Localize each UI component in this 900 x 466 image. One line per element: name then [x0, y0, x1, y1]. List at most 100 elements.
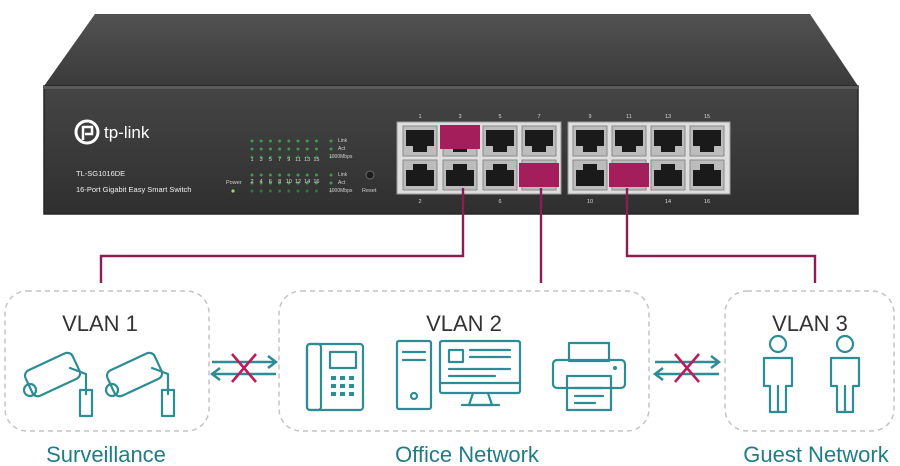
port-grid — [402, 125, 725, 191]
port-number: 2 — [418, 199, 421, 205]
port-led — [305, 173, 309, 177]
port-led — [250, 139, 254, 143]
legend-led — [329, 189, 333, 193]
led-number: 12 — [295, 179, 301, 185]
port-led — [268, 147, 272, 151]
port-led — [305, 189, 309, 193]
port-led — [296, 189, 300, 193]
ethernet-port-7[interactable] — [521, 125, 557, 157]
ethernet-port-13[interactable] — [650, 125, 686, 157]
port-led — [259, 147, 263, 151]
person-icon — [829, 334, 861, 414]
port-led — [268, 189, 272, 193]
power-led — [231, 189, 235, 193]
port-number: 16 — [704, 199, 710, 205]
legend-led — [329, 147, 333, 151]
led-number: 15 — [313, 157, 319, 163]
port-led — [268, 155, 272, 159]
tp-link-logo: tp-link — [74, 119, 150, 145]
model-name: TL-SG1016DE — [76, 169, 125, 178]
port-number: 3 — [458, 114, 461, 120]
legend-led — [329, 155, 333, 159]
port-number: 5 — [498, 114, 501, 120]
ethernet-port-14[interactable] — [650, 159, 686, 191]
port-led — [287, 189, 291, 193]
port-number: 13 — [665, 114, 671, 120]
connected-cable-plug — [440, 125, 480, 149]
ethernet-port-12[interactable] — [609, 159, 649, 191]
vlan2-box — [278, 290, 650, 432]
port-led — [296, 173, 300, 177]
reset-label: Reset — [362, 188, 377, 194]
connector-vlan3 — [625, 188, 817, 283]
port-led — [278, 139, 282, 143]
ethernet-port-1[interactable] — [402, 125, 438, 157]
ethernet-port-2[interactable] — [402, 159, 438, 191]
ethernet-port-15[interactable] — [689, 125, 725, 157]
port-led — [278, 189, 282, 193]
port-led — [305, 181, 309, 185]
port-led — [287, 181, 291, 185]
vlan3-title: VLAN 3 — [772, 311, 848, 336]
svg-text:1000Mbps: 1000Mbps — [329, 154, 353, 160]
port-led — [296, 181, 300, 185]
power-label: Power — [226, 180, 242, 186]
port-led — [278, 155, 282, 159]
vlan1-title: VLAN 1 — [62, 311, 138, 336]
svg-text:1000Mbps: 1000Mbps — [329, 188, 353, 194]
ip-phone-icon — [305, 342, 365, 412]
port-number: 1 — [418, 114, 421, 120]
port-led — [314, 181, 318, 185]
ethernet-port-6[interactable] — [482, 159, 518, 191]
port-number: 10 — [587, 199, 593, 205]
vlan3-box — [724, 290, 895, 432]
port-led — [268, 139, 272, 143]
port-led — [278, 173, 282, 177]
port-number: 6 — [498, 199, 501, 205]
port-led — [268, 181, 272, 185]
vlan3-label: Guest Network — [743, 442, 889, 466]
port-led — [268, 173, 272, 177]
vlan1-box — [4, 290, 210, 432]
ethernet-port-8[interactable] — [519, 159, 559, 191]
svg-text:Act: Act — [338, 146, 346, 152]
ethernet-port-10[interactable] — [572, 159, 608, 191]
port-led — [287, 139, 291, 143]
led-number: 2 — [250, 179, 253, 185]
port-led — [305, 155, 309, 159]
led-number: 5 — [269, 157, 272, 163]
port-led — [314, 155, 318, 159]
led-number: 16 — [313, 179, 319, 185]
port-led — [314, 189, 318, 193]
legend-led — [329, 139, 333, 143]
port-led — [287, 173, 291, 177]
port-led — [305, 139, 309, 143]
vlan2-title: VLAN 2 — [426, 311, 502, 336]
ethernet-port-9[interactable] — [572, 125, 608, 157]
reset-button[interactable] — [365, 170, 375, 180]
led-number: 4 — [260, 179, 263, 185]
port-led — [250, 173, 254, 177]
vlan1-label: Surveillance — [46, 442, 166, 466]
ethernet-port-5[interactable] — [482, 125, 518, 157]
port-led — [287, 147, 291, 151]
port-led — [259, 155, 263, 159]
led-legend: Link Act 1000Mbps Link Act 1000Mbps — [329, 138, 353, 194]
legend-led — [329, 181, 333, 185]
port-number: 15 — [704, 114, 710, 120]
port-led — [250, 181, 254, 185]
led-number: 9 — [287, 157, 290, 163]
ethernet-port-4[interactable] — [442, 159, 478, 191]
ethernet-port-11[interactable] — [611, 125, 647, 157]
network-switch: tp-link TL-SG1016DE 16-Port Gigabit Easy… — [43, 14, 859, 215]
desktop-computer-icon — [395, 339, 522, 411]
led-number: 3 — [260, 157, 263, 163]
port-led — [305, 147, 309, 151]
svg-text:Link: Link — [338, 172, 348, 178]
ethernet-port-3[interactable] — [440, 125, 480, 157]
security-camera-icon — [103, 349, 176, 418]
model-description: 16-Port Gigabit Easy Smart Switch — [76, 185, 191, 194]
ethernet-port-16[interactable] — [689, 159, 725, 191]
